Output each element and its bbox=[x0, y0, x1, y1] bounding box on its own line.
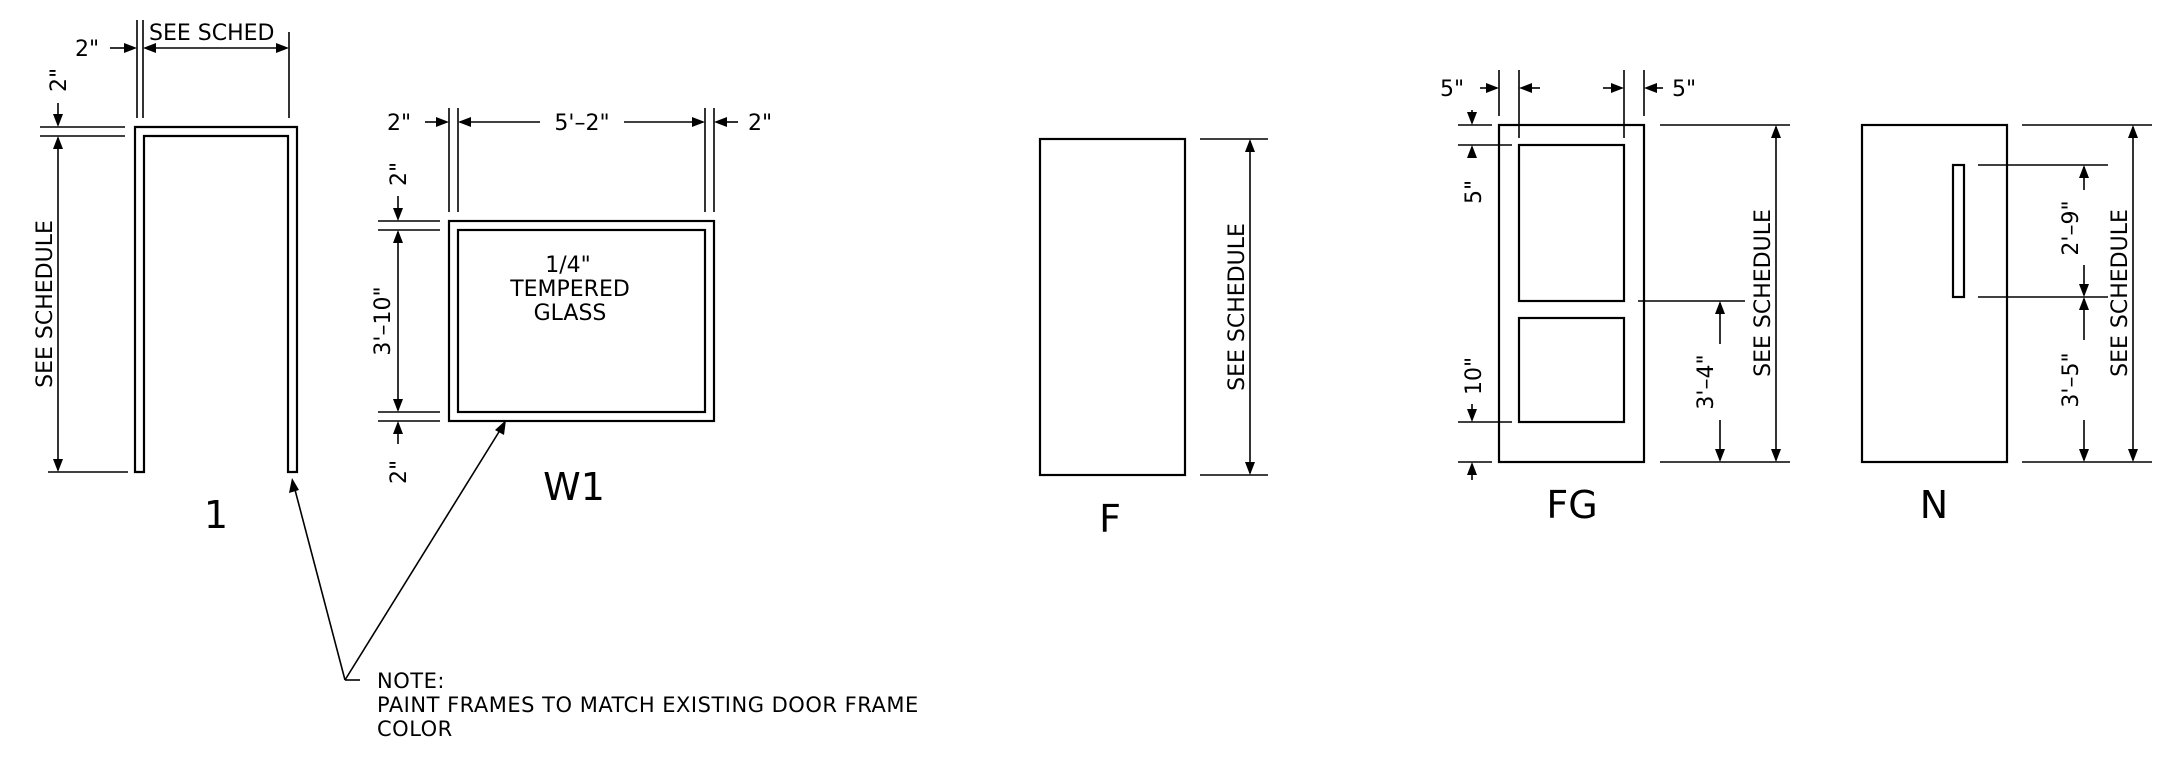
note-title: NOTE: bbox=[377, 669, 445, 693]
w1-outer-frame bbox=[447, 219, 716, 423]
detail-label-fg: FG bbox=[1546, 483, 1597, 527]
door-f-outline bbox=[1038, 137, 1187, 477]
door-detail-fg: 5" 5" 5" 10" 3'–4" SEE SCHEDULE FG bbox=[1440, 70, 1790, 527]
dim-height-see-schedule: SEE SCHEDULE bbox=[2108, 209, 2133, 377]
dim-width-see-sched: SEE SCHED bbox=[149, 21, 274, 46]
frame-1-outline bbox=[133, 125, 299, 474]
dim-right-2in: 2" bbox=[748, 111, 772, 136]
dim-lower-3ft-5in: 3'–5" bbox=[2059, 352, 2084, 407]
door-detail-n: 2'–9" 3'–5" SEE SCHEDULE N bbox=[1860, 123, 2152, 527]
dim-bottom-10in: 10" bbox=[1462, 357, 1487, 395]
note-line2: COLOR bbox=[377, 717, 453, 741]
w1-glass-pane bbox=[456, 228, 707, 414]
leader-to-window-w1 bbox=[344, 426, 503, 681]
detail-label-f: F bbox=[1099, 497, 1121, 541]
leader-to-frame-1 bbox=[293, 485, 346, 681]
dim-width-5ft-2in: 5'–2" bbox=[554, 111, 609, 136]
dim-head-2in: 2" bbox=[47, 68, 72, 92]
door-fg-outline bbox=[1497, 123, 1646, 464]
detail-label-1: 1 bbox=[204, 493, 228, 537]
door-n-vision-lite bbox=[1951, 163, 1966, 299]
glass-spec-line2: TEMPERED bbox=[509, 277, 630, 302]
note-line1: PAINT FRAMES TO MATCH EXISTING DOOR FRAM… bbox=[377, 693, 919, 717]
window-detail-w1: 2" 5'–2" 2" 2" 3'–10" 2" 1/4" TEMPERED G… bbox=[371, 108, 772, 509]
dim-height-3ft-10in: 3'–10" bbox=[371, 286, 396, 355]
dim-height-see-schedule: SEE SCHEDULE bbox=[33, 220, 58, 388]
door-fg-upper-lite bbox=[1517, 143, 1626, 303]
dim-jamb-2in: 2" bbox=[75, 37, 99, 62]
dim-left-5in: 5" bbox=[1440, 77, 1464, 102]
dim-left-2in: 2" bbox=[387, 111, 411, 136]
frame-detail-1: 2" SEE SCHED 2" SEE SCHEDULE 1 bbox=[33, 20, 299, 537]
dim-height-see-schedule: SEE SCHEDULE bbox=[1751, 209, 1776, 377]
door-detail-f: SEE SCHEDULE F bbox=[1038, 137, 1268, 541]
paint-note: NOTE: PAINT FRAMES TO MATCH EXISTING DOO… bbox=[289, 420, 919, 741]
glass-spec-line3: GLASS bbox=[534, 301, 607, 326]
dim-upper-2ft-9in: 2'–9" bbox=[2059, 200, 2084, 255]
detail-label-w1: W1 bbox=[543, 465, 605, 509]
dim-top-5in: 5" bbox=[1462, 180, 1487, 204]
detail-label-n: N bbox=[1920, 483, 1948, 527]
dim-top-2in: 2" bbox=[387, 162, 412, 186]
door-n-outline bbox=[1860, 123, 2009, 464]
dim-height-see-schedule: SEE SCHEDULE bbox=[1225, 223, 1250, 391]
dim-right-5in: 5" bbox=[1672, 77, 1696, 102]
dim-bottom-2in: 2" bbox=[387, 460, 412, 484]
dim-lower-3ft-4in: 3'–4" bbox=[1694, 354, 1719, 409]
glass-spec-line1: 1/4" bbox=[545, 253, 591, 278]
door-fg-lower-lite bbox=[1517, 316, 1626, 424]
